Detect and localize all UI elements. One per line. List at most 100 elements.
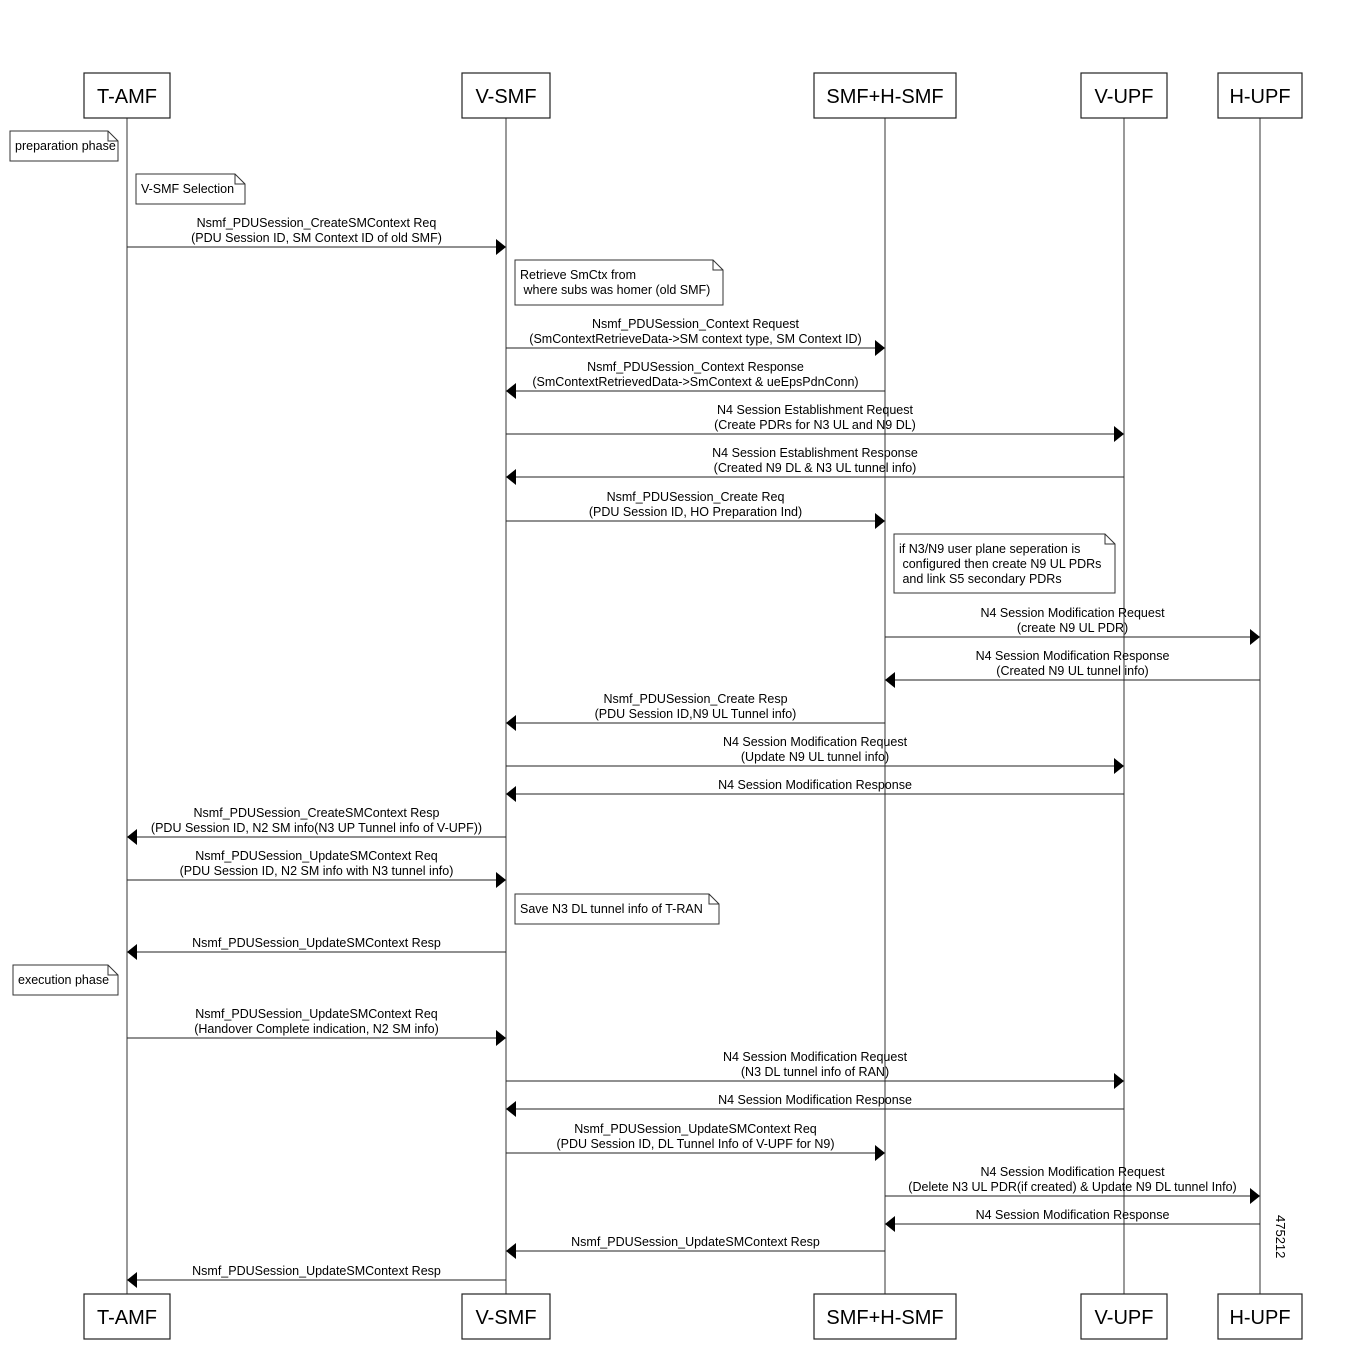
message-6: N4 Session Modification Request(create N… bbox=[885, 606, 1260, 645]
participant-box bbox=[461, 1293, 551, 1340]
message-label: (Delete N3 UL PDR(if created) & Update N… bbox=[908, 1180, 1236, 1194]
participant-name: V-UPF bbox=[1095, 1307, 1154, 1329]
note-text: V-SMF Selection bbox=[141, 182, 234, 196]
note-fold bbox=[107, 131, 118, 142]
arrowhead-icon bbox=[506, 1243, 516, 1259]
message-label: Nsmf_PDUSession_UpdateSMContext Req bbox=[574, 1122, 817, 1136]
message-label: Nsmf_PDUSession_UpdateSMContext Req bbox=[195, 849, 438, 863]
message-label: (PDU Session ID, N2 SM info(N3 UP Tunnel… bbox=[151, 821, 482, 835]
participant-box bbox=[813, 72, 957, 119]
message-label: N4 Session Modification Request bbox=[980, 1165, 1165, 1179]
arrowhead-icon bbox=[496, 1030, 506, 1046]
participant-top-4: H-UPF bbox=[1217, 72, 1303, 119]
participant-name: H-UPF bbox=[1229, 86, 1290, 108]
note-text: and link S5 secondary PDRs bbox=[899, 572, 1062, 586]
message-label: N4 Session Modification Response bbox=[718, 778, 912, 792]
message-label: (PDU Session ID, SM Context ID of old SM… bbox=[191, 231, 442, 245]
message-label: (SmContextRetrieveData->SM context type,… bbox=[529, 332, 861, 346]
arrowhead-icon bbox=[885, 1216, 895, 1232]
message-9: N4 Session Modification Request(Update N… bbox=[506, 735, 1124, 774]
note-text: Retrieve SmCtx from bbox=[520, 268, 636, 282]
note-1: V-SMF Selection bbox=[135, 173, 246, 205]
message-label: (create N9 UL PDR) bbox=[1017, 621, 1128, 635]
message-5: Nsmf_PDUSession_Create Req(PDU Session I… bbox=[506, 490, 885, 529]
message-label: N4 Session Modification Request bbox=[723, 735, 908, 749]
participant-name: V-SMF bbox=[475, 86, 536, 108]
participant-bottom-3: V-UPF bbox=[1080, 1293, 1168, 1340]
note-fold bbox=[107, 965, 118, 976]
figure-id: 475212 bbox=[1273, 1215, 1288, 1258]
message-label: (Created N9 UL tunnel info) bbox=[996, 664, 1148, 678]
participant-box bbox=[1217, 72, 1303, 119]
participant-name: V-SMF bbox=[475, 1307, 536, 1329]
note-text: Save N3 DL tunnel info of T-RAN bbox=[520, 902, 703, 916]
note-text: preparation phase bbox=[15, 139, 116, 153]
message-label: Nsmf_PDUSession_CreateSMContext Req bbox=[197, 216, 437, 230]
message-label: N4 Session Modification Response bbox=[718, 1093, 912, 1107]
messages: Nsmf_PDUSession_CreateSMContext Req(PDU … bbox=[127, 216, 1260, 1288]
message-16: N4 Session Modification Response bbox=[506, 1093, 1124, 1117]
lifelines bbox=[126, 118, 1261, 1294]
note-fold bbox=[1104, 534, 1115, 545]
arrowhead-icon bbox=[127, 944, 137, 960]
message-label: Nsmf_PDUSession_UpdateSMContext Req bbox=[195, 1007, 438, 1021]
message-14: Nsmf_PDUSession_UpdateSMContext Req(Hand… bbox=[127, 1007, 506, 1046]
message-label: N4 Session Modification Request bbox=[980, 606, 1165, 620]
message-label: N4 Session Establishment Request bbox=[717, 403, 913, 417]
message-label: (SmContextRetrievedData->SmContext & ueE… bbox=[532, 375, 858, 389]
participant-top-0: T-AMF bbox=[83, 72, 171, 119]
participant-name: V-UPF bbox=[1095, 86, 1154, 108]
message-label: N4 Session Modification Response bbox=[976, 1208, 1170, 1222]
message-label: Nsmf_PDUSession_Context Request bbox=[592, 317, 800, 331]
message-label: Nsmf_PDUSession_UpdateSMContext Resp bbox=[571, 1235, 820, 1249]
participant-box bbox=[83, 1293, 171, 1340]
message-17: Nsmf_PDUSession_UpdateSMContext Req(PDU … bbox=[506, 1122, 885, 1161]
arrowhead-icon bbox=[885, 672, 895, 688]
message-12: Nsmf_PDUSession_UpdateSMContext Req(PDU … bbox=[127, 849, 506, 888]
message-13: Nsmf_PDUSession_UpdateSMContext Resp bbox=[127, 936, 506, 960]
message-7: N4 Session Modification Response(Created… bbox=[885, 649, 1260, 688]
participant-top-3: V-UPF bbox=[1080, 72, 1168, 119]
arrowhead-icon bbox=[1114, 426, 1124, 442]
participant-name: SMF+H-SMF bbox=[826, 1307, 943, 1329]
participant-name: SMF+H-SMF bbox=[826, 86, 943, 108]
note-fold bbox=[712, 260, 723, 271]
message-20: Nsmf_PDUSession_UpdateSMContext Resp bbox=[506, 1235, 885, 1259]
arrowhead-icon bbox=[875, 513, 885, 529]
participant-name: T-AMF bbox=[97, 1307, 157, 1329]
message-18: N4 Session Modification Request(Delete N… bbox=[885, 1165, 1260, 1204]
message-label: N4 Session Establishment Response bbox=[712, 446, 918, 460]
participant-bottom-2: SMF+H-SMF bbox=[813, 1293, 957, 1340]
message-2: Nsmf_PDUSession_Context Response(SmConte… bbox=[506, 360, 885, 399]
note-box bbox=[9, 130, 119, 162]
note-box bbox=[893, 533, 1116, 594]
message-label: (Create PDRs for N3 UL and N9 DL) bbox=[714, 418, 916, 432]
participant-top-1: V-SMF bbox=[461, 72, 551, 119]
arrowhead-icon bbox=[506, 383, 516, 399]
message-label: Nsmf_PDUSession_Create Resp bbox=[603, 692, 787, 706]
participants-top: T-AMF V-SMF SMF+H-SMF V-UPF H-UPF bbox=[83, 72, 1303, 119]
message-label: Nsmf_PDUSession_Context Response bbox=[587, 360, 804, 374]
arrowhead-icon bbox=[1250, 1188, 1260, 1204]
message-3: N4 Session Establishment Request(Create … bbox=[506, 403, 1124, 442]
note-text: if N3/N9 user plane seperation is bbox=[899, 542, 1080, 556]
message-label: Nsmf_PDUSession_Create Req bbox=[607, 490, 785, 504]
message-21: Nsmf_PDUSession_UpdateSMContext Resp bbox=[127, 1264, 506, 1288]
arrowhead-icon bbox=[127, 1272, 137, 1288]
message-label: (PDU Session ID, DL Tunnel Info of V-UPF… bbox=[556, 1137, 834, 1151]
note-0: preparation phase bbox=[9, 130, 119, 162]
note-2: Retrieve SmCtx from where subs was homer… bbox=[514, 259, 724, 306]
message-label: (PDU Session ID, N2 SM info with N3 tunn… bbox=[180, 864, 454, 878]
arrowhead-icon bbox=[496, 239, 506, 255]
message-label: (PDU Session ID,N9 UL Tunnel info) bbox=[595, 707, 797, 721]
message-label: N4 Session Modification Response bbox=[976, 649, 1170, 663]
arrowhead-icon bbox=[875, 1145, 885, 1161]
note-fold bbox=[708, 894, 719, 905]
arrowhead-icon bbox=[506, 715, 516, 731]
note-box bbox=[514, 259, 724, 306]
arrowhead-icon bbox=[1114, 1073, 1124, 1089]
message-4: N4 Session Establishment Response(Create… bbox=[506, 446, 1124, 485]
participant-box bbox=[461, 72, 551, 119]
